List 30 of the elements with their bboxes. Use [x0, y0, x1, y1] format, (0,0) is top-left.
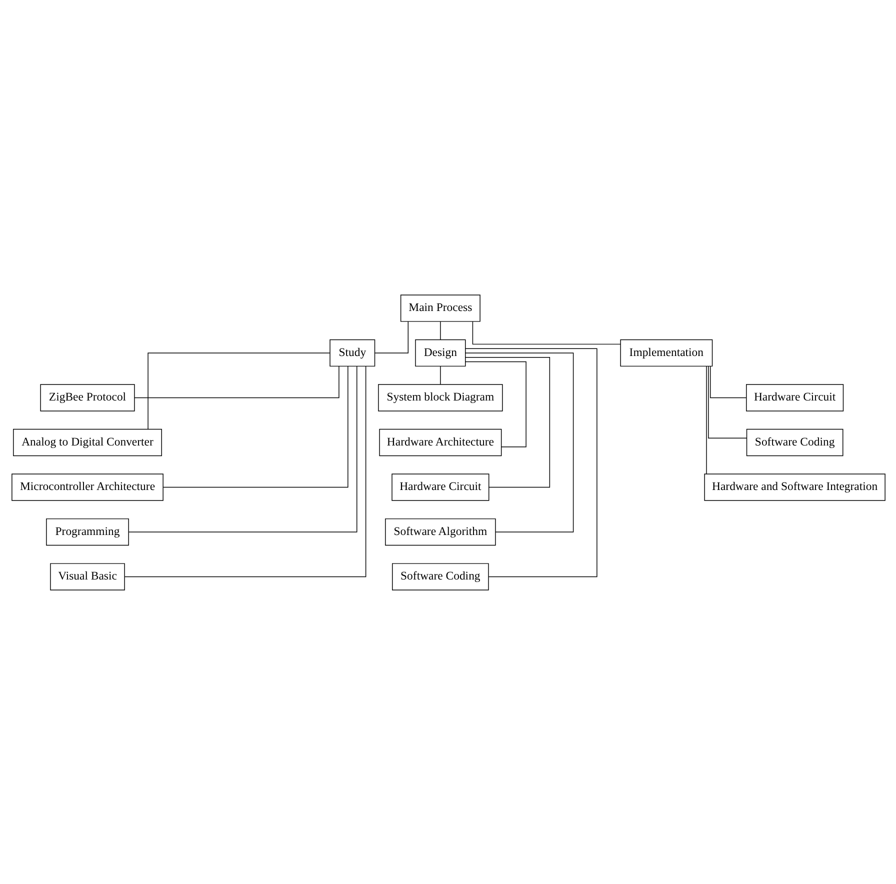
node-box: Implementation [620, 338, 712, 366]
node-box: Analog to Digital Converter [12, 428, 162, 456]
connector [128, 366, 357, 532]
node-box: Software Coding [392, 562, 488, 590]
node-box: Main Process [400, 294, 480, 322]
node-box: Hardware and Software Integration [704, 473, 885, 500]
node-box: Hardware Circuit [746, 384, 844, 411]
connector [464, 356, 550, 488]
connector [472, 320, 620, 344]
node-box: Study [329, 338, 375, 366]
connector [464, 348, 597, 577]
connector [464, 352, 574, 532]
connector [374, 320, 408, 353]
connector [709, 366, 746, 398]
node-box: Hardware Architecture [378, 428, 502, 456]
connector [162, 365, 348, 488]
connector [708, 365, 746, 438]
connector [464, 360, 526, 447]
node-box: Programming [46, 518, 128, 546]
node-box: Software Algorithm [384, 518, 496, 546]
node-box: Design [414, 338, 466, 366]
node-box: System block Diagram [378, 384, 502, 411]
connector [134, 366, 339, 398]
node-box: Software Coding [746, 428, 843, 456]
connector [147, 352, 330, 430]
node-box: Visual Basic [50, 562, 124, 590]
node-box: Microcontroller Architecture [11, 473, 163, 500]
node-box: ZigBee Protocol [40, 384, 134, 411]
node-box: Hardware Circuit [391, 473, 489, 500]
connector [124, 365, 366, 577]
